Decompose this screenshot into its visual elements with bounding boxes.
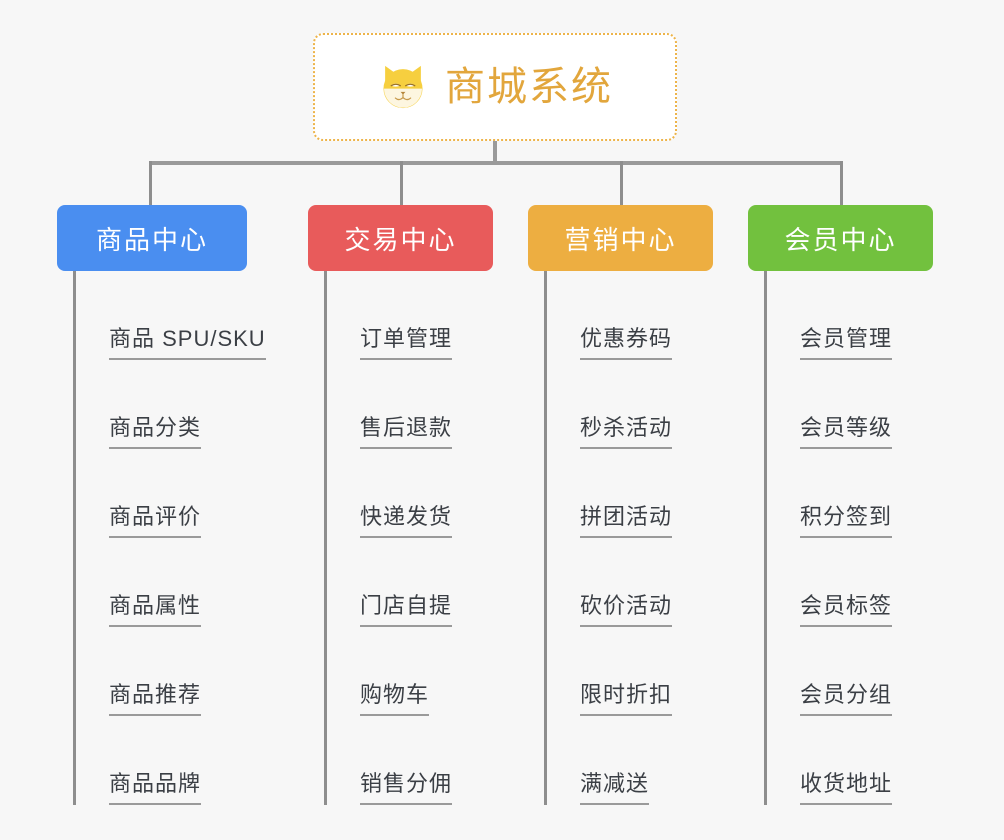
leaf-list-member: 会员管理 会员等级 积分签到 会员标签 会员分组 收货地址 [764,271,933,805]
leaf-item[interactable]: 收货地址 [764,716,933,805]
connector-root-stem [493,141,497,163]
leaf-item[interactable]: 满减送 [544,716,713,805]
leaf-item-label: 商品推荐 [109,681,202,707]
leaf-item[interactable]: 砍价活动 [544,538,713,627]
leaf-item-label: 会员分组 [800,681,893,707]
leaf-item[interactable]: 快递发货 [324,449,493,538]
leaf-item-label: 商品评价 [109,503,202,529]
branch-spine [764,271,767,805]
connector-drop-3 [620,161,623,207]
leaf-item-label: 会员标签 [800,592,893,618]
leaf-item-label: 砍价活动 [580,592,673,618]
leaf-item-label: 商品属性 [109,592,202,618]
leaf-item[interactable]: 会员标签 [764,538,933,627]
branch-column-member: 会员中心 会员管理 会员等级 积分签到 会员标签 会员分组 收货地址 [748,205,933,805]
category-header-label: 交易中心 [344,224,457,255]
leaf-item-label: 收货地址 [800,770,893,796]
leaf-item[interactable]: 拼团活动 [544,449,713,538]
category-header-label: 商品中心 [95,224,208,255]
leaf-item[interactable]: 会员管理 [764,271,933,360]
leaf-item[interactable]: 售后退款 [324,360,493,449]
leaf-list-trade: 订单管理 售后退款 快递发货 门店自提 购物车 销售分佣 [324,271,493,805]
branch-column-marketing: 营销中心 优惠券码 秒杀活动 拼团活动 砍价活动 限时折扣 满减送 [528,205,713,805]
connector-horizontal-bus [149,161,843,165]
category-header-trade[interactable]: 交易中心 [308,205,493,271]
leaf-item[interactable]: 销售分佣 [324,716,493,805]
category-header-member[interactable]: 会员中心 [748,205,933,271]
leaf-item[interactable]: 商品属性 [73,538,247,627]
connector-drop-1 [149,161,152,207]
leaf-item-label: 优惠券码 [580,325,673,351]
leaf-item[interactable]: 优惠券码 [544,271,713,360]
branch-column-trade: 交易中心 订单管理 售后退款 快递发货 门店自提 购物车 销售分佣 [308,205,493,805]
shiba-dog-face-icon [377,61,429,113]
leaf-item[interactable]: 订单管理 [324,271,493,360]
connector-drop-2 [400,161,403,207]
leaf-item[interactable]: 商品 SPU/SKU [73,271,266,360]
leaf-item-label: 售后退款 [360,414,453,440]
leaf-item-label: 商品品牌 [109,770,202,796]
leaf-list-marketing: 优惠券码 秒杀活动 拼团活动 砍价活动 限时折扣 满减送 [544,271,713,805]
leaf-item[interactable]: 商品推荐 [73,627,247,716]
leaf-item[interactable]: 会员等级 [764,360,933,449]
leaf-item-label: 限时折扣 [580,681,673,707]
leaf-item-label: 订单管理 [360,325,453,351]
leaf-item-label: 秒杀活动 [580,414,673,440]
branch-spine [73,271,76,805]
leaf-item-label: 拼团活动 [580,503,673,529]
leaf-item-label: 会员管理 [800,325,893,351]
leaf-item[interactable]: 会员分组 [764,627,933,716]
category-header-marketing[interactable]: 营销中心 [528,205,713,271]
leaf-item[interactable]: 积分签到 [764,449,933,538]
leaf-item[interactable]: 商品分类 [73,360,247,449]
branch-spine [544,271,547,805]
leaf-item-label: 积分签到 [800,503,893,529]
root-node[interactable]: 商城系统 [313,33,677,141]
root-title: 商城系统 [445,65,613,109]
leaf-item-label: 购物车 [360,681,430,707]
leaf-item[interactable]: 秒杀活动 [544,360,713,449]
leaf-item[interactable]: 商品品牌 [73,716,247,805]
leaf-item-label: 满减送 [580,770,650,796]
leaf-item[interactable]: 商品评价 [73,449,247,538]
leaf-item-label: 商品 SPU/SKU [109,325,266,351]
connector-drop-4 [840,161,843,207]
leaf-item[interactable]: 限时折扣 [544,627,713,716]
category-header-label: 营销中心 [564,224,677,255]
leaf-item-label: 会员等级 [800,414,893,440]
category-header-product[interactable]: 商品中心 [57,205,247,271]
leaf-item[interactable]: 购物车 [324,627,493,716]
leaf-item[interactable]: 门店自提 [324,538,493,627]
leaf-list-product: 商品 SPU/SKU 商品分类 商品评价 商品属性 商品推荐 商品品牌 [73,271,266,805]
category-header-label: 会员中心 [784,224,897,255]
leaf-item-label: 商品分类 [109,414,202,440]
leaf-item-label: 快递发货 [360,503,453,529]
branch-column-product: 商品中心 商品 SPU/SKU 商品分类 商品评价 商品属性 商品推荐 商品品牌 [57,205,266,805]
branch-spine [324,271,327,805]
leaf-item-label: 销售分佣 [360,770,453,796]
leaf-item-label: 门店自提 [360,592,453,618]
